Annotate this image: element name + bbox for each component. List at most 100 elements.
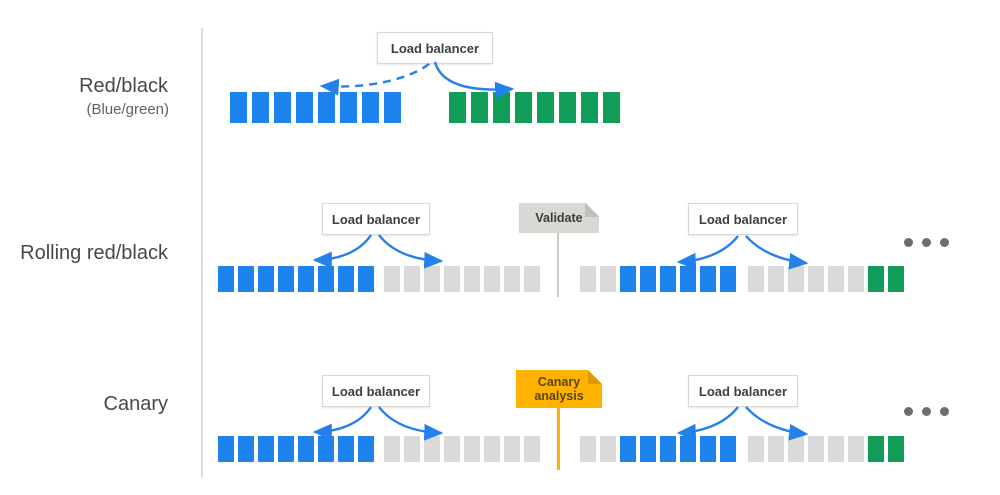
server-cluster-row2-active <box>218 266 374 292</box>
server-square-blue <box>258 266 274 292</box>
server-square-blue <box>720 266 736 292</box>
server-square-blue <box>278 436 294 462</box>
server-square-green <box>888 266 904 292</box>
arrow-row2-lb2-left <box>676 235 739 270</box>
arrow-row2-lb2-right <box>745 235 809 270</box>
server-cluster-row3-canary-active <box>580 436 736 462</box>
server-square-blue <box>278 266 294 292</box>
server-square-gray <box>808 436 824 462</box>
server-square-blue <box>660 436 676 462</box>
arrow-row3-lb1-right <box>378 406 444 441</box>
server-square-blue <box>230 92 247 123</box>
server-square-gray <box>384 436 400 462</box>
server-square-blue <box>296 92 313 123</box>
arrow-row1-to-old-dashed <box>319 63 430 96</box>
server-square-green <box>603 92 620 123</box>
server-square-blue <box>318 92 335 123</box>
server-square-blue <box>238 436 254 462</box>
ellipsis-row2 <box>904 238 949 247</box>
server-square-gray <box>580 266 596 292</box>
server-square-gray <box>404 436 420 462</box>
flag-fold-corner <box>585 203 599 217</box>
row-sublabel-blue-green: (Blue/green) <box>86 101 169 118</box>
server-square-blue <box>340 92 357 123</box>
server-square-green <box>559 92 576 123</box>
arrow-row3-lb2-left <box>676 406 739 441</box>
load-balancer-box-row3-left: Load balancer <box>322 375 430 407</box>
server-square-blue <box>218 436 234 462</box>
server-square-gray <box>464 436 480 462</box>
server-square-gray <box>848 436 864 462</box>
server-square-gray <box>384 266 400 292</box>
server-square-blue <box>680 436 696 462</box>
server-square-blue <box>238 266 254 292</box>
dot-icon <box>904 407 913 416</box>
server-square-blue <box>720 436 736 462</box>
server-square-gray <box>404 266 420 292</box>
server-square-gray <box>600 436 616 462</box>
server-square-gray <box>828 266 844 292</box>
server-square-blue <box>660 266 676 292</box>
server-square-blue <box>700 436 716 462</box>
server-square-blue <box>640 266 656 292</box>
server-square-green <box>471 92 488 123</box>
server-square-gray <box>768 436 784 462</box>
server-square-blue <box>298 436 314 462</box>
server-square-gray <box>788 266 804 292</box>
canary-flag-label: Canary analysis <box>534 375 584 403</box>
server-square-blue <box>258 436 274 462</box>
server-square-green <box>581 92 598 123</box>
canary-analysis-flag: Canary analysis <box>516 370 602 408</box>
server-square-blue <box>338 266 354 292</box>
server-cluster-row3-canary-new <box>748 436 904 462</box>
server-square-blue <box>274 92 291 123</box>
server-square-gray <box>504 266 520 292</box>
server-square-blue <box>318 266 334 292</box>
server-square-blue <box>680 266 696 292</box>
server-square-blue <box>318 436 334 462</box>
server-square-gray <box>600 266 616 292</box>
dot-icon <box>922 407 931 416</box>
row-label-rolling-red-black: Rolling red/black <box>20 242 168 264</box>
server-square-green <box>493 92 510 123</box>
load-balancer-box-row3-right: Load balancer <box>688 375 798 407</box>
server-cluster-row3-active <box>218 436 374 462</box>
arrow-row2-lb1-left <box>312 234 372 269</box>
server-square-gray <box>748 436 764 462</box>
server-square-blue <box>620 266 636 292</box>
dot-icon <box>940 238 949 247</box>
server-cluster-row3-standby <box>384 436 540 462</box>
server-square-gray <box>484 266 500 292</box>
validate-flag: Validate <box>519 203 599 233</box>
ellipsis-row3 <box>904 407 949 416</box>
server-square-blue <box>358 436 374 462</box>
load-balancer-box-row2-right: Load balancer <box>688 203 798 235</box>
server-square-gray <box>808 266 824 292</box>
server-square-blue <box>384 92 401 123</box>
server-square-gray <box>580 436 596 462</box>
server-square-blue <box>298 266 314 292</box>
dot-icon <box>940 407 949 416</box>
server-square-green <box>888 436 904 462</box>
server-square-gray <box>788 436 804 462</box>
server-square-blue <box>362 92 379 123</box>
server-square-gray <box>748 266 764 292</box>
dot-icon <box>904 238 913 247</box>
server-square-gray <box>464 266 480 292</box>
row-label-red-black: Red/black <box>79 75 168 97</box>
divider-line <box>201 28 203 477</box>
server-square-gray <box>444 436 460 462</box>
row-label-canary: Canary <box>103 393 168 415</box>
flag-fold-corner <box>588 370 602 384</box>
server-square-blue <box>358 266 374 292</box>
arrow-row3-lb2-right <box>745 406 809 441</box>
server-cluster-row1-new <box>449 92 620 123</box>
server-square-green <box>537 92 554 123</box>
server-cluster-row1-active <box>230 92 401 123</box>
server-square-gray <box>768 266 784 292</box>
server-square-blue <box>218 266 234 292</box>
arrow-row1-to-new <box>433 61 515 99</box>
server-square-blue <box>338 436 354 462</box>
server-square-green <box>868 266 884 292</box>
